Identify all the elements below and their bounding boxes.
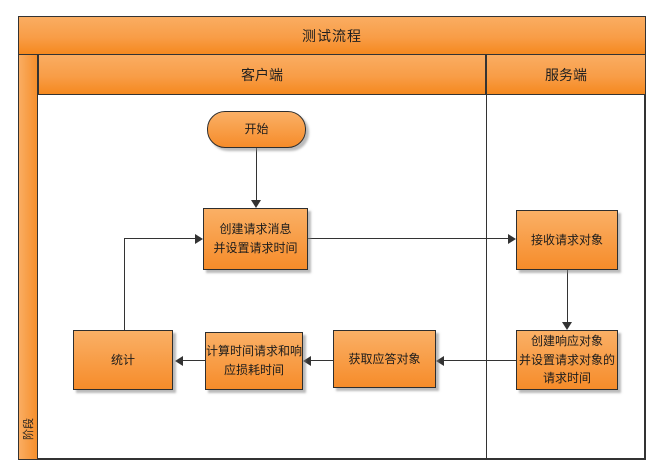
connector-line <box>443 360 516 361</box>
connector-line <box>124 238 196 239</box>
connector-line <box>567 270 568 323</box>
phase-label: 阶段 <box>23 418 35 440</box>
node-receive-request-label: 接收请求对象 <box>530 232 603 247</box>
node-create-request-label: 创建请求消息 并设置请求时间 <box>213 222 298 255</box>
lane-divider <box>486 95 487 460</box>
node-create-response-label: 创建响应对象 并设置请求对象的 请求时间 <box>518 334 615 386</box>
node-start-label: 开始 <box>244 122 269 137</box>
connector-line <box>308 238 508 239</box>
diagram-title-bar: 测试流程 <box>18 16 646 55</box>
connector-line <box>310 360 333 361</box>
arrowhead <box>303 356 311 366</box>
node-receive-request: 接收请求对象 <box>516 210 618 270</box>
node-start: 开始 <box>207 111 306 148</box>
connector-line <box>256 148 257 201</box>
node-calc-time-label: 计算时间请求和响 应损耗时间 <box>206 344 303 377</box>
node-create-response: 创建响应对象 并设置请求对象的 请求时间 <box>516 330 618 390</box>
lane-header-client: 客户端 <box>38 54 486 95</box>
arrowhead <box>195 234 203 244</box>
lane-server-label: 服务端 <box>545 68 587 84</box>
arrowhead <box>251 200 261 208</box>
arrowhead <box>175 356 183 366</box>
node-create-request: 创建请求消息 并设置请求时间 <box>203 208 308 270</box>
node-statistics: 统计 <box>73 330 173 390</box>
connector-line <box>124 238 125 330</box>
node-get-response-label: 获取应答对象 <box>348 351 421 366</box>
diagram-title: 测试流程 <box>302 29 362 45</box>
arrowhead <box>436 356 444 366</box>
node-calc-time: 计算时间请求和响 应损耗时间 <box>205 332 303 390</box>
lane-header-server: 服务端 <box>486 54 646 95</box>
arrowhead <box>508 234 516 244</box>
node-get-response: 获取应答对象 <box>333 330 436 388</box>
phase-strip: 阶段 <box>18 54 38 460</box>
lane-client-label: 客户端 <box>241 68 283 84</box>
node-statistics-label: 统计 <box>110 352 135 367</box>
connector-line <box>182 360 205 361</box>
arrowhead <box>562 322 572 330</box>
